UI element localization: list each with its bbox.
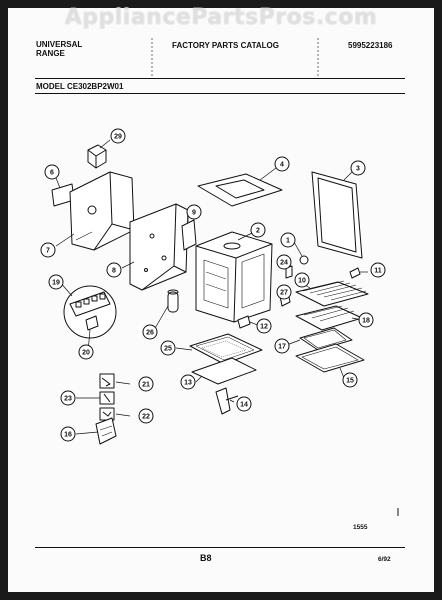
part-19-control-panel xyxy=(63,285,117,339)
catalog-title: FACTORY PARTS CATALOG xyxy=(172,41,279,50)
callout-10: 10 xyxy=(294,272,310,288)
product-label: RANGE xyxy=(36,49,65,58)
part-14-igniter xyxy=(215,387,239,415)
svg-text:9: 9 xyxy=(192,210,196,217)
svg-text:6: 6 xyxy=(50,170,54,177)
page-number: B8 xyxy=(200,553,212,563)
callout-9: 9 xyxy=(186,204,202,220)
callout-21: 21 xyxy=(138,376,154,392)
svg-text:24: 24 xyxy=(280,260,288,267)
callout-2: 2 xyxy=(250,222,266,238)
part-25-cylinder xyxy=(167,289,179,313)
svg-text:3: 3 xyxy=(356,166,360,173)
catalog-number: 5995223186 xyxy=(348,41,393,50)
callout-8: 8 xyxy=(106,262,122,278)
part-3-door-panel xyxy=(311,171,363,259)
callout-25: 25 xyxy=(160,340,176,356)
callout-16: 16 xyxy=(60,426,76,442)
callout-4: 4 xyxy=(274,156,290,172)
part-2-oven-cavity xyxy=(195,231,273,323)
model-rule xyxy=(35,93,405,94)
part-24 xyxy=(285,265,293,279)
callout-17: 17 xyxy=(274,338,290,354)
callout-12: 12 xyxy=(256,318,272,334)
callout-29: 29 xyxy=(110,128,126,144)
callout-20: 20 xyxy=(78,344,94,360)
part-29-bracket xyxy=(87,144,107,169)
svg-text:22: 22 xyxy=(142,414,150,421)
callout-7: 7 xyxy=(40,242,56,258)
callout-13: 13 xyxy=(180,374,196,390)
callout-24: 24 xyxy=(276,254,292,270)
callout-6: 6 xyxy=(44,164,60,180)
header-rule xyxy=(35,78,405,79)
svg-text:18: 18 xyxy=(362,318,370,325)
callout-23: 23 xyxy=(60,390,76,406)
footer-rule xyxy=(35,547,405,548)
part-8-side-panel xyxy=(129,203,189,291)
svg-text:11: 11 xyxy=(374,268,382,275)
svg-text:2: 2 xyxy=(256,228,260,235)
callout-22: 22 xyxy=(138,408,154,424)
callout-18: 18 xyxy=(358,312,374,328)
part-9-bracket xyxy=(181,219,197,251)
callout-11: 11 xyxy=(370,262,386,278)
svg-text:21: 21 xyxy=(142,382,150,389)
svg-text:4: 4 xyxy=(280,162,284,169)
part-26-drawer-base xyxy=(189,333,263,365)
svg-text:15: 15 xyxy=(346,378,354,385)
callout-19: 19 xyxy=(48,274,64,290)
svg-text:25: 25 xyxy=(164,346,172,353)
part-1-knob xyxy=(299,255,309,265)
part-7-back-panel xyxy=(69,171,135,251)
brand-label: UNIVERSAL xyxy=(36,40,83,49)
svg-text:17: 17 xyxy=(278,344,286,351)
footer-date: 6/92 xyxy=(378,556,391,563)
svg-text:20: 20 xyxy=(82,350,90,357)
part-13-drawer xyxy=(191,357,257,385)
callout-26: 26 xyxy=(142,324,158,340)
callout-27: 27 xyxy=(276,284,292,300)
part-11-screw xyxy=(349,267,361,279)
callout-15: 15 xyxy=(342,372,358,388)
part-10-oven-rack xyxy=(295,280,369,307)
svg-text:10: 10 xyxy=(298,278,306,285)
model-label: MODEL CE302BP2W01 xyxy=(36,82,124,91)
svg-text:16: 16 xyxy=(64,432,72,439)
callout-14: 14 xyxy=(236,396,252,412)
svg-text:7: 7 xyxy=(46,248,50,255)
part-15-broiler-insert xyxy=(295,343,365,373)
svg-text:19: 19 xyxy=(52,280,60,287)
svg-text:1: 1 xyxy=(286,238,290,245)
callout-3: 3 xyxy=(350,160,366,176)
svg-text:26: 26 xyxy=(146,330,154,337)
svg-text:12: 12 xyxy=(260,324,268,331)
part-4-top-panel xyxy=(197,173,283,207)
svg-text:29: 29 xyxy=(114,134,122,141)
part-21 xyxy=(99,373,115,389)
callout-1: 1 xyxy=(280,232,296,248)
svg-text:23: 23 xyxy=(64,396,72,403)
svg-text:8: 8 xyxy=(112,268,116,275)
drawing-number: 1555 xyxy=(353,524,368,531)
svg-text:27: 27 xyxy=(280,290,288,297)
svg-text:14: 14 xyxy=(240,402,248,409)
svg-text:13: 13 xyxy=(184,380,192,387)
part-16 xyxy=(95,417,117,445)
part-12 xyxy=(237,315,251,329)
